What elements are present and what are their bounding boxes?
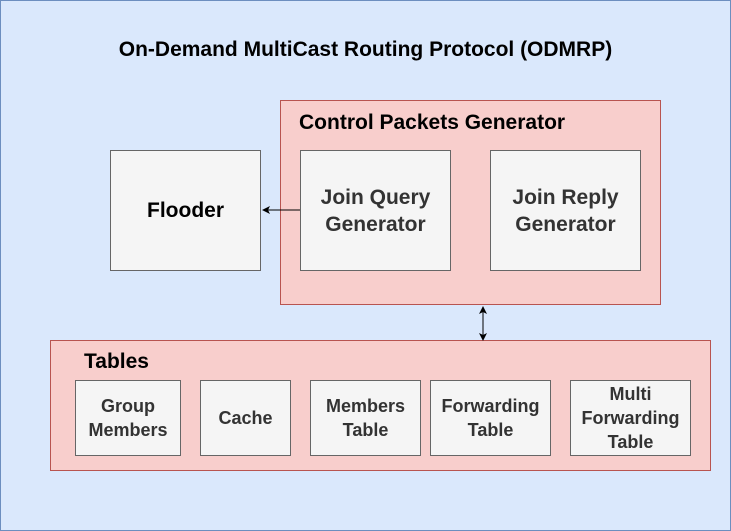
forwarding-table-box: Forwarding Table (430, 380, 551, 456)
cache-label: Cache (218, 408, 273, 428)
members-table-box: Members Table (310, 380, 421, 456)
multi-forwarding-table-box: Multi Forwarding Table (570, 380, 691, 456)
cache-box: Cache (200, 380, 291, 456)
join-query-generator-box: Join Query Generator (300, 150, 451, 271)
group-members-label: Group Members (88, 396, 168, 440)
join-reply-generator-label: Join Reply Generator (512, 185, 619, 236)
control-packets-generator-label: Control Packets Generator (299, 111, 566, 134)
join-reply-generator-box: Join Reply Generator (490, 150, 641, 271)
flooder-label: Flooder (147, 198, 224, 222)
flooder-box: Flooder (110, 150, 261, 271)
multi-forwarding-table-label: Multi Forwarding Table (581, 384, 680, 452)
members-table-label: Members Table (325, 396, 406, 440)
tables-label: Tables (84, 350, 149, 373)
join-query-generator-label: Join Query Generator (320, 185, 431, 236)
group-members-box: Group Members (75, 380, 181, 456)
diagram-title: On-Demand MultiCast Routing Protocol (OD… (118, 38, 613, 61)
forwarding-table-label: Forwarding Table (441, 396, 540, 440)
